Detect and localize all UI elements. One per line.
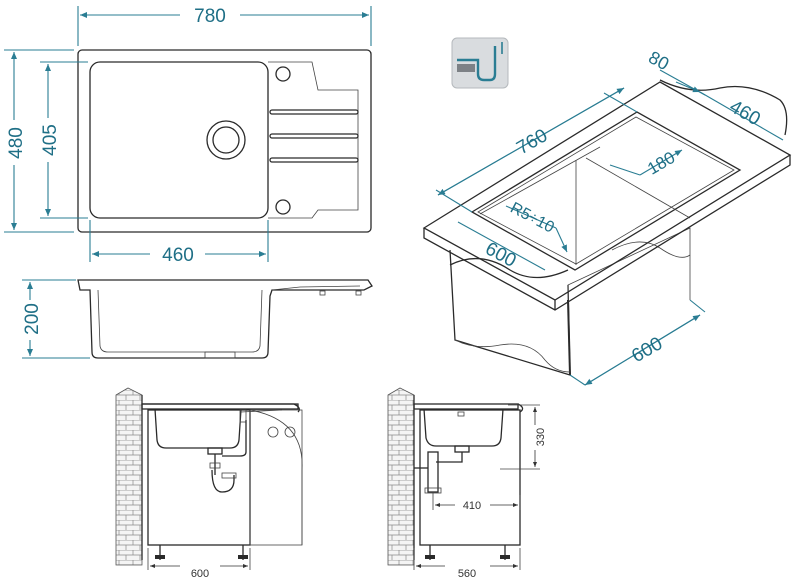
drainer-rib-2 bbox=[269, 133, 359, 139]
front-install-view: 600 bbox=[115, 387, 303, 580]
bowl-outline bbox=[89, 61, 269, 219]
dim-bowl-width: 460 bbox=[162, 245, 194, 266]
tap-hole-bottom bbox=[275, 199, 291, 215]
section-view: 200 bbox=[22, 279, 373, 359]
side-dim-cabinet: 560 bbox=[458, 568, 476, 580]
side-install-view: 330 410 560 bbox=[387, 387, 547, 580]
iso-cabinet-right bbox=[567, 227, 691, 376]
drain-inner bbox=[212, 126, 240, 154]
inset-mounting-icon bbox=[451, 37, 509, 89]
front-cabinet bbox=[147, 409, 251, 546]
drainer-rib-3 bbox=[269, 157, 359, 163]
iso-dim-length: 760 bbox=[513, 125, 551, 159]
side-bowl bbox=[423, 408, 504, 447]
drain-outer bbox=[206, 120, 246, 160]
front-dim-cabinet: 600 bbox=[191, 568, 209, 580]
section-bowl-inner bbox=[97, 289, 263, 353]
iso-dim-drainer: 80 bbox=[645, 47, 672, 74]
dim-bowl-height: 405 bbox=[40, 124, 61, 156]
iso-dim-bowl: 180 bbox=[644, 148, 678, 179]
iso-dim-front: 600 bbox=[482, 238, 520, 271]
side-dim-height: 330 bbox=[535, 428, 547, 446]
isometric-view: 760 80 460 180 R5÷10 600 600 bbox=[422, 47, 792, 386]
side-dim-trap: 410 bbox=[463, 500, 481, 512]
dim-depth: 200 bbox=[22, 303, 43, 335]
sink-outline bbox=[77, 49, 372, 233]
section-profile bbox=[77, 279, 373, 359]
dim-width-total: 780 bbox=[194, 6, 226, 27]
iso-cutout bbox=[470, 111, 742, 271]
side-cabinet bbox=[419, 409, 521, 546]
front-bowl bbox=[154, 408, 242, 449]
dim-height-total: 480 bbox=[6, 127, 27, 159]
drainer-rib-1 bbox=[269, 109, 359, 115]
top-view: 780 480 405 460 bbox=[4, 6, 372, 266]
side-wall bbox=[387, 387, 415, 566]
tap-hole-top bbox=[275, 66, 291, 82]
iso-dim-radius: R5÷10 bbox=[507, 199, 557, 236]
front-wall bbox=[115, 387, 143, 566]
iso-dim-cabinet: 600 bbox=[628, 333, 666, 367]
drainer-panel bbox=[268, 61, 359, 219]
